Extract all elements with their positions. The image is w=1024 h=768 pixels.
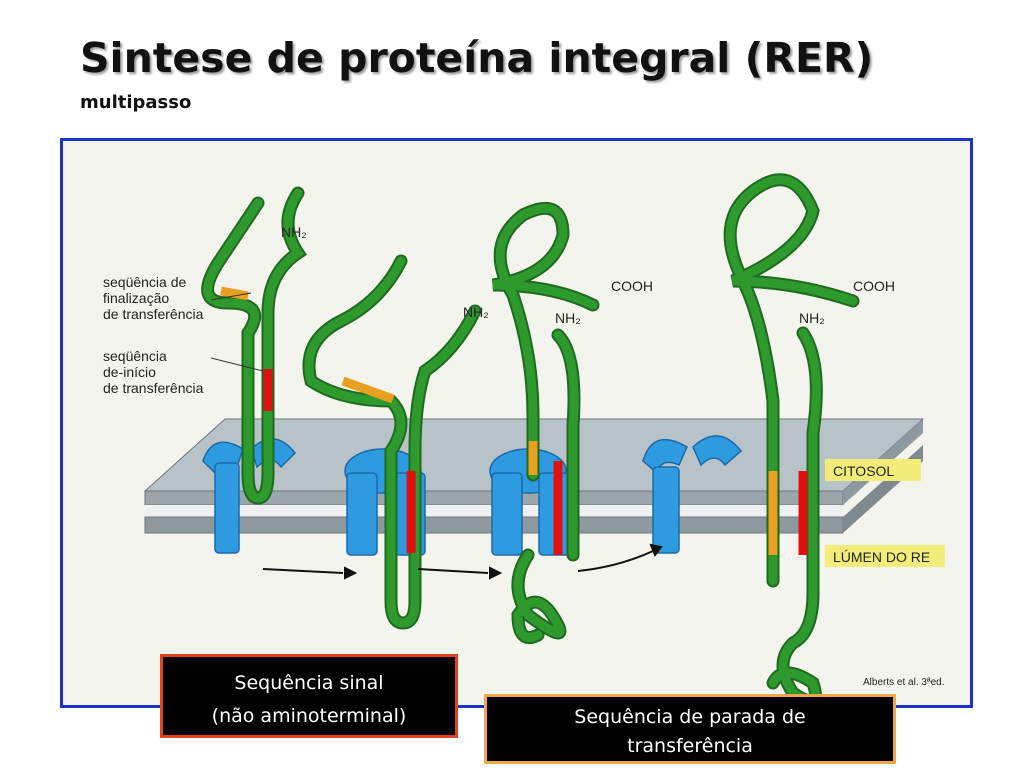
slide-subtitle: multipasso bbox=[80, 92, 192, 113]
transfer-sequences bbox=[220, 286, 808, 555]
membrane-protein-figure: seqüência de finalização de transferênci… bbox=[60, 138, 973, 708]
signal-sequence-callout: Sequência sinal (não aminoterminal) bbox=[160, 654, 458, 738]
label-lumen: LÚMEN DO RE bbox=[833, 549, 930, 565]
stop-transfer-seq-1 bbox=[220, 286, 249, 301]
label-cooh-2: COOH bbox=[853, 278, 895, 294]
label-nh2-1: NH₂ bbox=[281, 224, 307, 240]
polypeptide-chains bbox=[203, 175, 858, 705]
label-start-transfer-2: de-início bbox=[103, 364, 156, 380]
stop-transfer-callout: Sequência de parada de transferência bbox=[484, 694, 896, 764]
label-citosol: CITOSOL bbox=[833, 463, 894, 479]
label-nh2-2: NH₂ bbox=[463, 304, 489, 320]
label-stop-transfer-1: seqüência de bbox=[103, 274, 187, 290]
label-citosol-tag: CITOSOL bbox=[825, 459, 921, 481]
stop-transfer-pointer bbox=[210, 292, 252, 301]
label-lumen-tag: LÚMEN DO RE bbox=[825, 545, 945, 567]
label-start-transfer-3: de transferência bbox=[103, 380, 204, 396]
stop-callout-line1: Sequência de parada de bbox=[574, 706, 806, 728]
citation: Alberts et al. 3ªed. bbox=[863, 677, 945, 688]
label-start-transfer-1: seqüência bbox=[103, 348, 167, 364]
figure-canvas: seqüência de finalização de transferênci… bbox=[103, 173, 945, 705]
label-stop-transfer-3: de transferência bbox=[103, 306, 204, 322]
signal-callout-line2: (não aminoterminal) bbox=[211, 705, 407, 727]
stop-callout-line2: transferência bbox=[627, 735, 753, 757]
progression-arrows bbox=[262, 543, 663, 580]
start-transfer-pointer bbox=[210, 357, 264, 372]
label-cooh-1: COOH bbox=[611, 278, 653, 294]
label-stop-transfer-2: finalização bbox=[103, 290, 169, 306]
translocon-4 bbox=[642, 435, 743, 554]
slide-title: Sintese de proteína integral (RER) bbox=[80, 34, 874, 82]
signal-callout-line1: Sequência sinal bbox=[234, 672, 384, 694]
stop-transfer-seq-2 bbox=[341, 376, 395, 404]
label-nh2-4: NH₂ bbox=[799, 310, 825, 326]
label-nh2-3: NH₂ bbox=[555, 310, 581, 326]
